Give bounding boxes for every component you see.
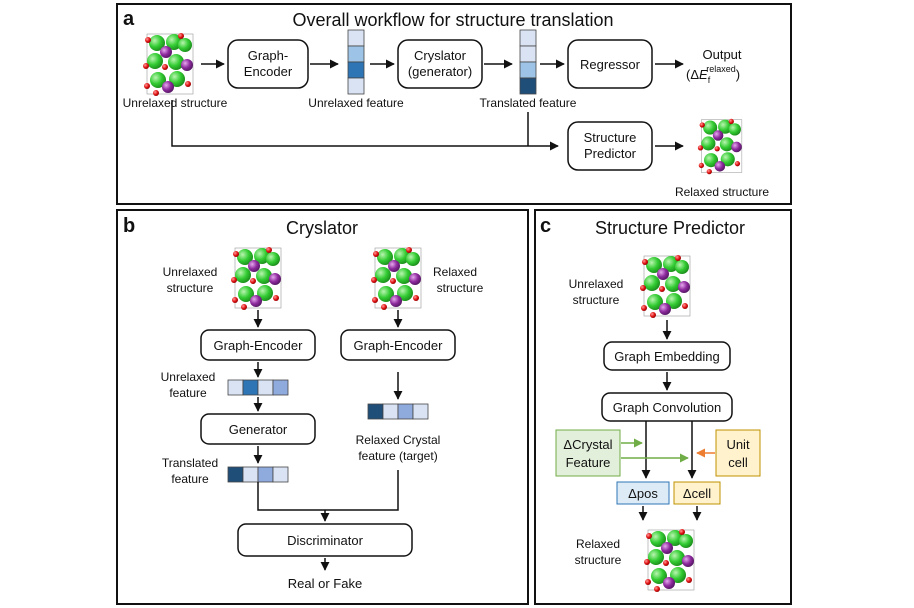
- panel-a-frame: [116, 3, 792, 205]
- discriminator-label-b: Discriminator: [287, 533, 364, 548]
- generator-label-b: Generator: [229, 422, 288, 437]
- unrelaxed-structure-label-c1: Unrelaxed: [569, 277, 624, 291]
- unrelaxed-structure-label-b2: structure: [167, 281, 214, 295]
- panel-b-title: Cryslator: [286, 218, 358, 238]
- panel-a-title: Overall workflow for structure translati…: [292, 10, 613, 30]
- panel-c-title: Structure Predictor: [595, 218, 745, 238]
- unrelaxed-feature-vector-a: [347, 29, 365, 95]
- panel-c-letter: c: [540, 215, 551, 237]
- relaxed-crystal-feature-label-b1: Relaxed Crystal: [356, 433, 441, 447]
- cryslator-box-a: [397, 39, 483, 89]
- graph-encoder-box-a: [227, 39, 309, 89]
- delta-crystal-feature-label-c1: ΔCrystal: [563, 437, 612, 452]
- cryslator-label-a1: Cryslator: [414, 48, 467, 63]
- relaxed-crystal-a: [697, 118, 743, 175]
- discriminator-box-b: [237, 523, 413, 557]
- unrelaxed-feature-vector-b: [227, 379, 289, 396]
- panel-a-letter: a: [123, 8, 135, 30]
- graph-encoder-label-b-left: Graph-Encoder: [214, 338, 304, 353]
- unrelaxed-crystal-a: [142, 32, 194, 97]
- graph-encoder-box-b-right: [340, 329, 456, 361]
- graph-encoder-label-a1: Graph-: [248, 48, 288, 63]
- graph-embedding-label-c: Graph Embedding: [614, 349, 720, 364]
- graph-encoder-label-a2: Encoder: [244, 64, 293, 79]
- delta-pos-label-c: Δpos: [628, 486, 658, 501]
- unrelaxed-feature-label-a: Unrelaxed feature: [308, 96, 404, 110]
- unrelaxed-feature-label-b2: feature: [169, 386, 207, 400]
- translated-feature-label-b2: feature: [171, 472, 209, 486]
- unrelaxed-structure-label-b1: Unrelaxed: [163, 265, 218, 279]
- relaxed-crystal-c: [643, 528, 695, 593]
- relaxed-crystal-feature-label-b2: feature (target): [358, 449, 437, 463]
- unit-cell-box-c: [715, 429, 761, 477]
- relaxed-structure-label-c1: Relaxed: [576, 537, 620, 551]
- structure-predictor-label-a2: Predictor: [584, 146, 637, 161]
- translated-feature-label-a: Translated feature: [480, 96, 577, 110]
- unrelaxed-structure-label-c2: structure: [573, 293, 620, 307]
- merge-line-b: [257, 470, 399, 511]
- relaxed-structure-label-a: Relaxed structure: [675, 185, 769, 199]
- relaxed-structure-label-b1: Relaxed: [433, 265, 477, 279]
- panel-b-letter: b: [123, 215, 135, 237]
- delta-pos-box-c: [616, 481, 670, 505]
- unrelaxed-feature-label-b1: Unrelaxed: [161, 370, 216, 384]
- panel-c-frame: [534, 209, 792, 605]
- structure-predictor-label-a1: Structure: [584, 130, 637, 145]
- delta-cell-box-c: [673, 481, 721, 505]
- unit-cell-label-c2: cell: [728, 455, 748, 470]
- unrelaxed-crystal-b: [230, 246, 282, 311]
- unit-cell-label-c1: Unit: [726, 437, 750, 452]
- cryslator-label-a2: (generator): [408, 64, 472, 79]
- generator-box-b: [200, 413, 316, 445]
- translated-feature-vector-a: [519, 29, 537, 95]
- structure-predictor-box-a: [567, 121, 653, 171]
- graph-encoder-label-b-right: Graph-Encoder: [354, 338, 444, 353]
- unrelaxed-structure-label-a: Unrelaxed structure: [123, 96, 228, 110]
- translated-feature-label-b1: Translated: [162, 456, 218, 470]
- graph-embedding-box-c: [603, 341, 731, 371]
- regressor-label-a: Regressor: [580, 57, 641, 72]
- regressor-box-a: [567, 39, 653, 89]
- output-expression-a: (ΔEfrelaxed): [686, 64, 740, 85]
- route-line-a: [171, 100, 559, 151]
- translated-feature-vector-b: [227, 466, 289, 483]
- graph-encoder-box-b-left: [200, 329, 316, 361]
- delta-cell-label-c: Δcell: [683, 486, 711, 501]
- relaxed-crystal-b: [370, 246, 422, 311]
- relaxed-feature-vector-b: [367, 403, 429, 420]
- delta-crystal-feature-box-c: [555, 429, 621, 477]
- output-label-a: Output: [702, 47, 741, 62]
- delta-crystal-feature-label-c2: Feature: [566, 455, 611, 470]
- relaxed-structure-label-c2: structure: [575, 553, 622, 567]
- real-or-fake-label-b: Real or Fake: [288, 576, 362, 591]
- graph-convolution-label-c: Graph Convolution: [613, 400, 721, 415]
- graph-convolution-box-c: [601, 392, 733, 422]
- panel-b-frame: [116, 209, 529, 605]
- relaxed-structure-label-b2: structure: [437, 281, 484, 295]
- unrelaxed-crystal-c: [639, 254, 691, 319]
